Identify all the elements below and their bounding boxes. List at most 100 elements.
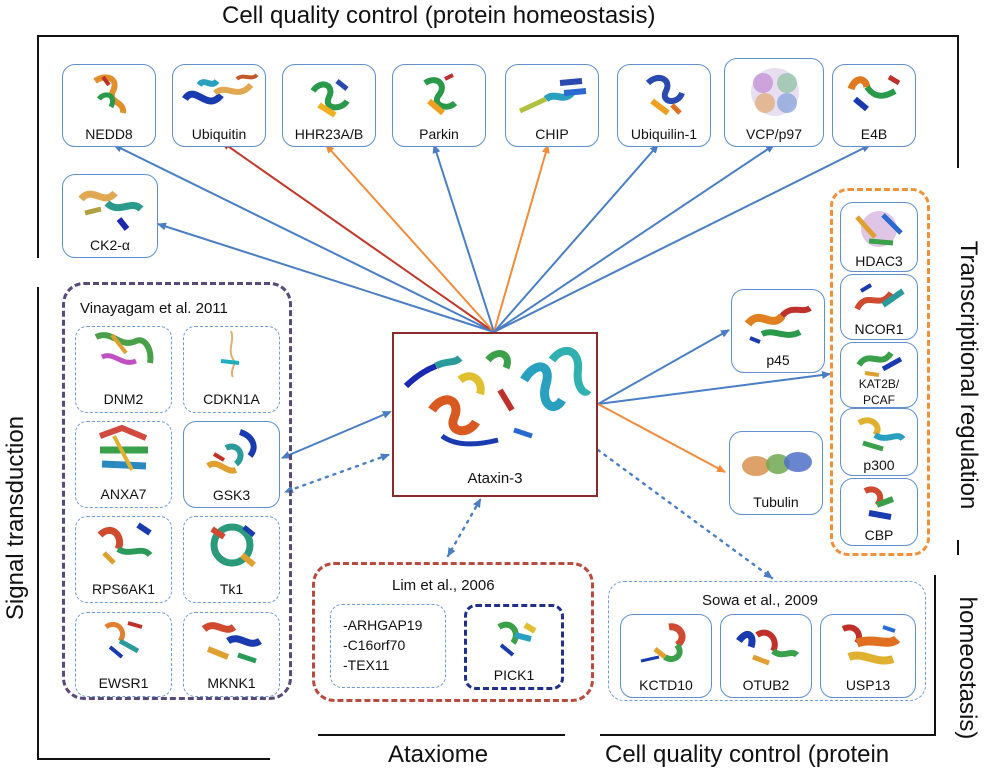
kat2b-label: KAT2B/ [858,377,900,391]
sowa-group [608,581,926,701]
rps6ak1-structure-icon [97,522,152,565]
bottom-right-heading: Cell quality control (protein [605,741,890,768]
vinayagam-group [62,282,292,700]
p45-label: p45 [766,352,790,368]
transcription-group [830,188,930,556]
transcriptional-regulation-heading: Transcriptional regulation [955,240,982,510]
cbp-label: CBP [864,527,894,543]
node-kctd10: KCTD10 [620,614,712,698]
vinayagam-title: Vinayagam et al. 2011 [80,300,228,317]
vcp-label: VCP/p97 [745,126,803,142]
dotted-arrow-gsk3 [283,453,390,494]
ataxin3-label: Ataxin-3 [467,470,523,487]
kctd10-structure-icon [640,623,686,663]
usp13-structure-icon [841,624,901,665]
lim-title: Lim et al., 2006 [392,577,495,594]
arrow-vcp [493,144,775,333]
rps6ak1-label: RPS6AK1 [91,581,156,597]
ubiquilin-label: Ubiquilin-1 [630,126,698,142]
gsk3-structure-icon [206,429,257,474]
ewsr1-structure-icon [103,621,143,659]
ubiquilin-structure-icon [645,74,685,116]
tk1-structure-icon [209,523,256,568]
p300-structure-icon [857,417,906,452]
arrow-vinayagam [281,411,392,459]
cbp-structure-icon [863,486,895,520]
top-frame [37,35,959,258]
node-vcp: VCP/p97 [724,58,824,147]
node-rps6ak1: RPS6AK1 [75,516,172,603]
parkin-label: Parkin [419,126,459,142]
ck2-structure-icon [78,190,144,231]
tk1-label: Tk1 [219,581,244,597]
node-hhr23: HHR23A/B [282,64,376,147]
hdac3-label: HDAC3 [855,253,903,269]
node-pick1: PICK1 [464,604,564,690]
ewsr1-label: EWSR1 [98,675,149,691]
p300-label: p300 [863,457,895,473]
ubiquitin-label: Ubiquitin [191,126,247,142]
arrow-chip [493,144,550,333]
top-heading: Cell quality control (protein homeostasi… [222,2,656,29]
node-ubiquilin: Ubiquilin-1 [617,64,711,147]
lim-group [312,562,594,702]
node-hdac3: HDAC3 [840,202,918,272]
node-chip: CHIP [505,64,599,147]
tubulin-label: Tubulin [753,494,799,510]
arrow-parkin [432,144,495,333]
arrow-ubiquitin [221,141,495,333]
ncor1-structure-icon [854,283,905,311]
usp13-label: USP13 [845,677,891,693]
chip-label: CHIP [535,126,569,142]
lim-item-2: -C16orf70 [343,637,406,653]
node-ataxin3: Ataxin-3 [392,332,598,497]
node-kat2b: KAT2B/ PCAF [840,342,918,408]
hhr23-structure-icon [310,79,350,118]
pick1-label: PICK1 [493,667,535,683]
pcaf-label: PCAF [862,393,895,407]
node-ncor1: NCOR1 [840,274,918,340]
node-cdkn1a: CDKN1A [183,326,280,413]
node-mknk1: MKNK1 [183,612,280,697]
node-dnm2: DNM2 [75,326,172,413]
gsk3-label: GSK3 [212,487,251,503]
vcp-structure-icon [751,68,799,116]
node-tk1: Tk1 [183,516,280,603]
pick1-structure-icon [497,621,537,657]
p45-structure-icon [744,305,812,344]
arrow-ubiquilin [493,144,659,333]
bottom-right-frame [600,575,936,736]
sowa-title: Sowa et al., 2009 [702,592,818,609]
dnm2-label: DNM2 [103,391,144,407]
nedd8-structure-icon [93,74,127,114]
section-frame [37,35,959,760]
arrow-tubulin [597,403,726,473]
ataxin3-structure-icon [403,346,592,447]
tubulin-structure-icon [742,452,812,476]
node-usp13: USP13 [820,614,916,698]
node-ewsr1: EWSR1 [75,612,172,697]
node-anxa7: ANXA7 [75,421,172,508]
ck2-label: CK2-α [90,237,130,253]
homeostasis-heading: homeostasis) [954,596,981,740]
node-ubiquitin: Ubiquitin [172,64,266,147]
node-tubulin: Tubulin [729,431,823,515]
nedd8-label: NEDD8 [85,126,133,142]
hhr23-label: HHR23A/B [294,126,364,142]
left-frame [37,287,270,760]
anxa7-structure-icon [98,424,148,471]
node-e4b: E4B [832,64,916,147]
anxa7-label: ANXA7 [100,486,147,502]
dnm2-structure-icon [94,332,153,365]
arrow-ck2 [157,222,495,333]
arrow-transcription [597,371,831,405]
node-nedd8: NEDD8 [62,64,156,147]
arrow-e4b [493,144,871,333]
arrow-nedd8 [113,144,495,333]
hdac3-structure-icon [855,211,903,247]
node-ck2-alpha: CK2-α [62,174,158,258]
node-p300: p300 [840,408,918,476]
chip-structure-icon [518,78,587,114]
kctd10-label: KCTD10 [639,677,693,693]
